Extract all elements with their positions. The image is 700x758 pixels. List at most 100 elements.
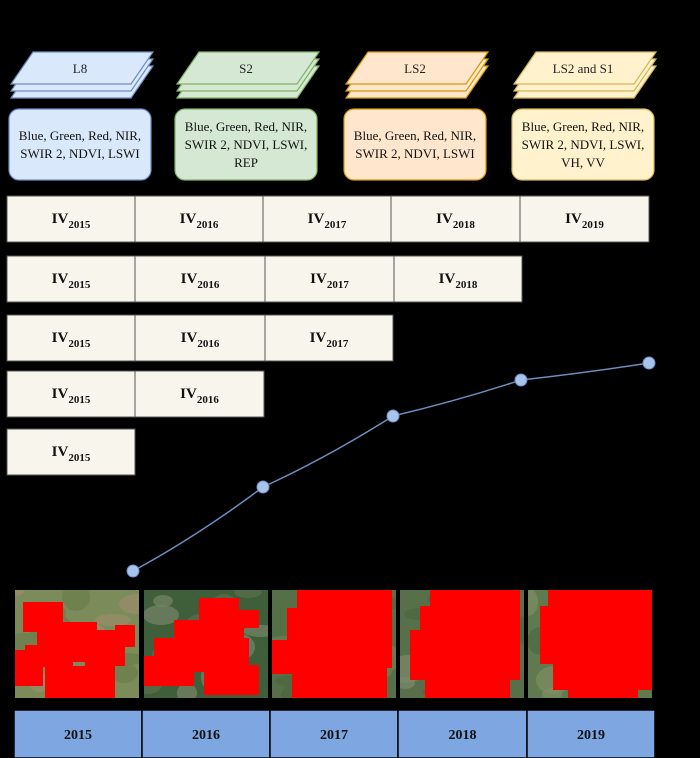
iv-year: 2015 — [68, 219, 91, 231]
iv-cell-box — [134, 370, 265, 418]
classified-area — [292, 668, 387, 698]
classified-area — [548, 590, 652, 610]
classified-area — [144, 656, 194, 686]
iv-label: IV2018 — [439, 271, 478, 291]
iv-prefix: IV — [52, 330, 69, 346]
iv-year: 2015 — [68, 394, 91, 406]
iv-cell: IV2018 — [390, 195, 521, 243]
iv-year: 2018 — [455, 279, 478, 291]
iv-cell-box — [6, 195, 136, 243]
texture-patch — [528, 590, 538, 616]
year-bar: 2015 2016 2017 2018 2019 — [13, 709, 656, 758]
band-box — [8, 108, 152, 181]
growth-curve — [126, 356, 656, 578]
source-layer-top — [512, 51, 658, 85]
band-line: Blue, Green, Red, NIR, — [354, 128, 476, 143]
classified-area — [540, 606, 652, 664]
iv-cell: IV2015 — [6, 428, 136, 476]
texture-patch — [177, 683, 197, 698]
iv-prefix: IV — [439, 271, 456, 287]
iv-cell: IV2017 — [264, 255, 395, 303]
iv-cell: IV2016 — [134, 255, 266, 303]
band-line: Blue, Green, Red, NIR, — [522, 119, 644, 134]
iv-prefix: IV — [181, 330, 198, 346]
iv-prefix: IV — [52, 271, 69, 287]
iv-year: 2016 — [197, 279, 220, 291]
iv-cell-box — [134, 314, 266, 362]
year-box — [526, 709, 656, 758]
year-label: 2018 — [449, 728, 477, 743]
year-label: 2015 — [64, 728, 92, 743]
source-label: S2 — [239, 61, 253, 76]
iv-cell: IV2019 — [519, 195, 650, 243]
band-box — [511, 108, 655, 181]
band-line: VH, VV — [561, 155, 605, 170]
curve-marker — [386, 409, 400, 423]
iv-cell-box — [6, 255, 136, 303]
iv-prefix: IV — [180, 386, 197, 402]
iv-cell: IV2017 — [262, 195, 392, 243]
year-label: 2016 — [192, 728, 220, 743]
iv-label: IV2016 — [180, 386, 219, 406]
year-cell: 2018 — [397, 709, 528, 758]
source-layer-top — [175, 51, 321, 85]
map-tile-3 — [272, 590, 396, 698]
iv-year: 2019 — [582, 219, 605, 231]
source-label: LS2 and S1 — [553, 61, 614, 76]
curve-marker — [514, 373, 528, 387]
texture-patch — [144, 605, 179, 625]
band-line: Blue, Green, Red, NIR, — [185, 119, 307, 134]
iv-cell: IV2015 — [6, 255, 136, 303]
iv-prefix: IV — [310, 330, 327, 346]
classified-area — [204, 665, 259, 695]
curve-marker — [126, 564, 140, 578]
iv-label: IV2017 — [310, 271, 349, 291]
classified-area — [553, 660, 652, 690]
classified-area — [568, 686, 638, 698]
classified-area — [115, 625, 135, 647]
iv-cell: IV2015 — [6, 370, 136, 418]
iv-year: 2015 — [68, 338, 91, 350]
source-label: L8 — [73, 61, 87, 76]
iv-cell-box — [134, 255, 266, 303]
map-tile-5 — [528, 590, 652, 698]
year-label: 2019 — [577, 728, 605, 743]
band-line: SWIR 2, NDVI, LSWI — [20, 146, 140, 161]
year-label: 2017 — [320, 728, 348, 743]
iv-prefix: IV — [436, 211, 453, 227]
iv-year: 2017 — [327, 279, 350, 291]
year-cell: 2019 — [526, 709, 656, 758]
iv-prefix: IV — [181, 271, 198, 287]
curve-marker — [642, 356, 656, 370]
iv-cell: IV2016 — [134, 314, 266, 362]
iv-label: IV2017 — [310, 330, 349, 350]
texture-patch — [119, 594, 139, 614]
iv-cell-box — [6, 370, 136, 418]
iv-year: 2016 — [197, 394, 220, 406]
iv-cell-box — [393, 255, 523, 303]
texture-patch — [95, 614, 131, 626]
texture-patch — [400, 677, 415, 689]
iv-year: 2015 — [68, 279, 91, 291]
texture-patch — [153, 595, 173, 607]
iv-cell: IV2015 — [6, 314, 136, 362]
iv-cell-box — [264, 255, 395, 303]
map-tile-4 — [400, 590, 524, 698]
year-cell: 2015 — [13, 709, 143, 758]
iv-label: IV2017 — [308, 211, 347, 231]
band-line: SWIR 2, NDVI, LSWI, — [185, 137, 308, 152]
iv-cell-box — [519, 195, 650, 243]
iv-label: IV2015 — [52, 444, 91, 464]
classified-area — [425, 674, 510, 698]
classified-area — [45, 666, 115, 698]
year-box — [269, 709, 399, 758]
